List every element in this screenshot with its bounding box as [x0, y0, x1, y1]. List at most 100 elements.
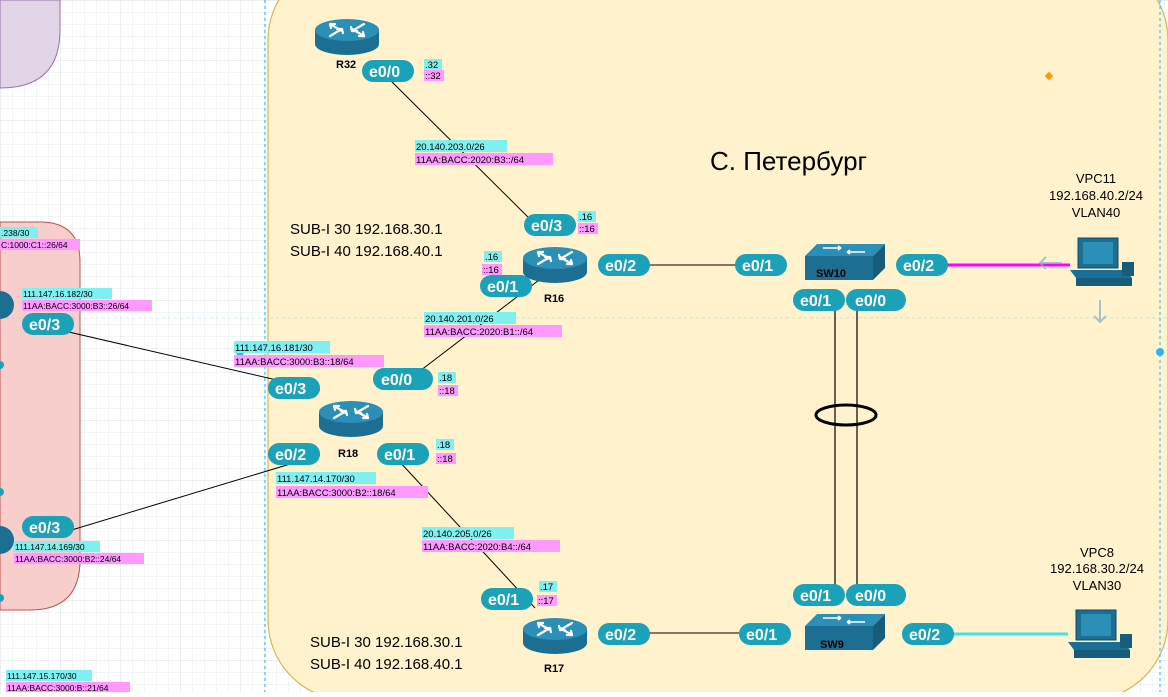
svg-text:e0/1: e0/1 [487, 279, 518, 296]
router-icon-r18[interactable] [317, 399, 385, 439]
router-icon-left-bottom[interactable] [0, 526, 14, 554]
svg-text:11AA:BACC:3000:B3::26/64: 11AA:BACC:3000:B3::26/64 [23, 301, 129, 311]
r18-e01-host-ids: .18 ::18 [436, 439, 456, 465]
if-sw10-e01[interactable]: e0/1 [793, 289, 845, 311]
svg-text:.16: .16 [485, 252, 498, 263]
link-left-r18-bottom[interactable] [54, 454, 321, 536]
svg-text:.17: .17 [540, 582, 553, 593]
if-r18-e00[interactable]: e0/0 [373, 368, 433, 390]
svg-text:::16: ::16 [483, 265, 499, 276]
link-r32-r16[interactable] [382, 72, 544, 233]
svg-text:11AA:BACC:3000:B2::18/64: 11AA:BACC:3000:B2::18/64 [277, 488, 396, 499]
subnet-left-edge: .238/30 C:1000:C1::26/64 [0, 227, 80, 250]
svg-text:::18: ::18 [439, 386, 455, 397]
svg-text:VPC8: VPC8 [1080, 545, 1114, 560]
if-sw9-e01[interactable]: e0/1 [793, 584, 845, 606]
svg-text:20.140.201.0/26: 20.140.201.0/26 [425, 314, 494, 325]
if-r18-e03[interactable]: e0/3 [268, 377, 320, 399]
r16-label: R16 [544, 293, 564, 305]
svg-text:::16: ::16 [579, 224, 595, 235]
if-sw10-e02[interactable]: e0/2 [896, 254, 948, 276]
svg-text:::32: ::32 [425, 71, 441, 82]
svg-text:11AA:BACC:2020:B4::/64: 11AA:BACC:2020:B4::/64 [423, 542, 531, 553]
if-sw9-e00[interactable]: e0/0 [846, 584, 906, 606]
svg-text:192.168.30.2/24: 192.168.30.2/24 [1050, 561, 1144, 576]
subif-top-40: SUB-I 40 192.168.40.1 [290, 243, 443, 260]
svg-text:e0/2: e0/2 [275, 447, 306, 464]
subnet-left-top: 111.147.16.182/30 11AA:BACC:3000:B3::26/… [22, 288, 152, 311]
svg-text:20.140.205.0/26: 20.140.205.0/26 [423, 529, 492, 540]
svg-text:e0/0: e0/0 [855, 293, 886, 310]
subif-bottom-40: SUB-I 40 192.168.40.1 [310, 656, 463, 673]
region-title: С. Петербург [710, 146, 867, 176]
subnet-r16-r18: 20.140.201.0/26 11AA:BACC:2020:B1::/64 [424, 312, 562, 338]
r16-e01-host-ids: .16 ::16 [482, 251, 502, 276]
r32-host-ids: .32 ::32 [424, 59, 444, 82]
if-r16-e03[interactable]: e0/3 [524, 214, 576, 236]
if-sw9-e02[interactable]: e0/2 [902, 623, 954, 645]
resize-handle[interactable] [1156, 348, 1164, 356]
svg-text:e0/2: e0/2 [605, 627, 636, 644]
svg-text:11AA:BACC:3000:B::21/64: 11AA:BACC:3000:B::21/64 [7, 683, 109, 692]
svg-text:11AA:BACC:2020:B1::/64: 11AA:BACC:2020:B1::/64 [425, 327, 533, 338]
if-r18-e02[interactable]: e0/2 [268, 443, 320, 465]
svg-text:111.147.16.181/30: 111.147.16.181/30 [235, 343, 313, 354]
svg-text:.18: .18 [439, 373, 452, 384]
subnet-left-bottom: 111.147.14.169/30 11AA:BACC:3000:B2::24/… [14, 541, 144, 564]
if-r32-e00[interactable]: e0/0 [362, 60, 414, 82]
purple-region [0, 0, 61, 89]
subnet-r18-e03: 111.147.16.181/30 11AA:BACC:3000:B3::18/… [234, 341, 384, 368]
if-r17-e02[interactable]: e0/2 [598, 623, 650, 645]
if-left-e03-top[interactable]: e0/3 [22, 313, 74, 335]
if-left-e03-bottom[interactable]: e0/3 [22, 516, 74, 538]
svg-text:::17: ::17 [538, 596, 554, 607]
vpc11-label: VPC11 192.168.40.2/24 VLAN40 [1049, 171, 1143, 220]
subnet-r18-r17: 20.140.205.0/26 11AA:BACC:2020:B4::/64 [422, 527, 560, 553]
vpc8-label: VPC8 192.168.30.2/24 VLAN30 [1050, 545, 1144, 593]
svg-text:e0/0: e0/0 [855, 588, 886, 605]
svg-text:e0/3: e0/3 [29, 520, 60, 537]
svg-text:111.147.14.170/30: 111.147.14.170/30 [277, 474, 355, 485]
subnet-r18-e02: 111.147.14.170/30 11AA:BACC:3000:B2::18/… [276, 472, 428, 499]
svg-text:VLAN40: VLAN40 [1072, 205, 1120, 220]
if-r18-e01[interactable]: e0/1 [377, 443, 429, 465]
if-sw9-e01-left[interactable]: e0/1 [739, 623, 791, 645]
etherchannel-ring [814, 403, 878, 427]
svg-text:111.147.14.169/30: 111.147.14.169/30 [15, 542, 85, 552]
switch-icon-sw9[interactable] [804, 613, 886, 651]
r32-label: R32 [336, 59, 356, 71]
svg-text:11AA:BACC:3000:B2::24/64: 11AA:BACC:3000:B2::24/64 [15, 554, 121, 564]
sw9-label: SW9 [820, 639, 844, 651]
svg-text:e0/1: e0/1 [488, 592, 519, 609]
subnet-bottom-left: 111.147.15.170/30 11AA:BACC:3000:B::21/6… [6, 670, 130, 693]
svg-text:VLAN30: VLAN30 [1073, 578, 1121, 593]
router-icon-r16[interactable] [521, 245, 589, 285]
svg-text:111.147.15.170/30: 111.147.15.170/30 [7, 671, 77, 681]
if-r16-e01[interactable]: e0/1 [480, 275, 532, 297]
svg-text:111.147.16.182/30: 111.147.16.182/30 [23, 289, 93, 299]
svg-text:.16: .16 [579, 212, 592, 223]
svg-text:e0/1: e0/1 [800, 293, 831, 310]
router-icon-r32[interactable] [313, 17, 381, 57]
svg-text:e0/1: e0/1 [742, 258, 773, 275]
svg-text:.238/30: .238/30 [1, 228, 30, 238]
svg-text:e0/3: e0/3 [29, 317, 60, 334]
if-r16-e02[interactable]: e0/2 [598, 254, 650, 276]
sw10-label: SW10 [816, 268, 846, 280]
if-r17-e01[interactable]: e0/1 [481, 588, 533, 610]
svg-text:.18: .18 [437, 440, 450, 451]
r16-e03-host-ids: .16 ::16 [578, 211, 598, 235]
svg-text:VPC11: VPC11 [1076, 171, 1116, 186]
svg-text:e0/3: e0/3 [531, 218, 562, 235]
subif-top-30: SUB-I 30 192.168.30.1 [290, 221, 443, 238]
svg-text:::18: ::18 [437, 454, 453, 465]
router-icon-left-top[interactable] [0, 291, 14, 319]
subif-bottom-30: SUB-I 30 192.168.30.1 [310, 634, 463, 651]
if-sw10-e01-top[interactable]: e0/1 [735, 254, 787, 276]
if-sw10-e00[interactable]: e0/0 [846, 289, 906, 311]
svg-text:11AA:BACC:3000:B3::18/64: 11AA:BACC:3000:B3::18/64 [235, 357, 354, 368]
r18-label: R18 [338, 448, 358, 460]
router-icon-r17[interactable] [521, 616, 589, 656]
r17-host-ids: .17 ::17 [537, 581, 557, 607]
